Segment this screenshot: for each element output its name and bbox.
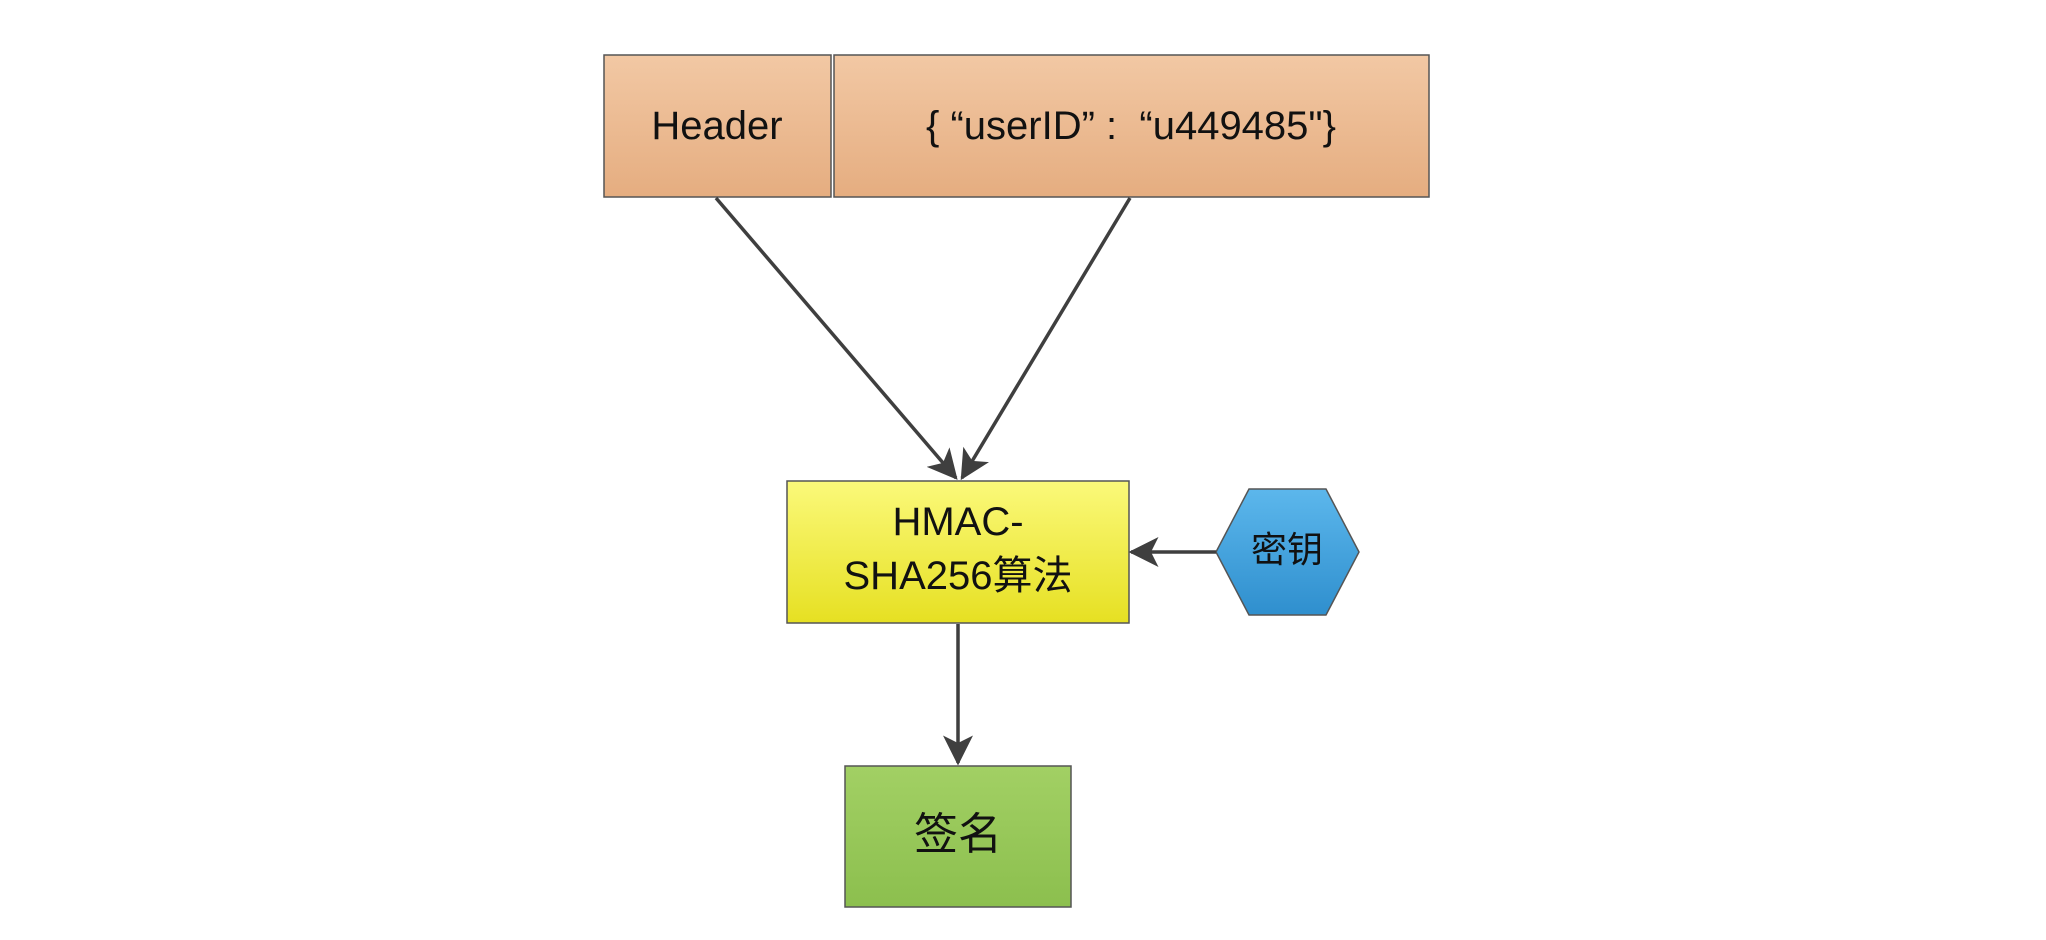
payload-label: { “userID” : “u449485"}	[926, 104, 1336, 148]
header-box-shape	[603, 54, 832, 198]
key-label: 密钥	[1251, 529, 1323, 570]
header-box: Header	[603, 54, 832, 198]
payload-box-shape	[833, 54, 1430, 198]
algorithm-label-line2: SHA256算法	[844, 554, 1073, 598]
signature-box: 签名	[844, 765, 1072, 908]
algorithm-box: HMAC- SHA256算法	[786, 480, 1130, 624]
key-hexagon: 密钥	[1215, 488, 1360, 616]
signature-box-shape	[844, 765, 1072, 908]
payload-box: { “userID” : “u449485"}	[833, 54, 1430, 198]
algorithm-label-line1: HMAC-	[892, 500, 1023, 544]
key-hexagon-shape	[1215, 488, 1360, 616]
arrow-payload-to-algorithm	[960, 197, 1132, 481]
arrow-header-to-algorithm	[714, 196, 958, 480]
algorithm-box-shape	[786, 480, 1130, 624]
header-label: Header	[651, 104, 782, 148]
signature-label: 签名	[914, 810, 1002, 859]
